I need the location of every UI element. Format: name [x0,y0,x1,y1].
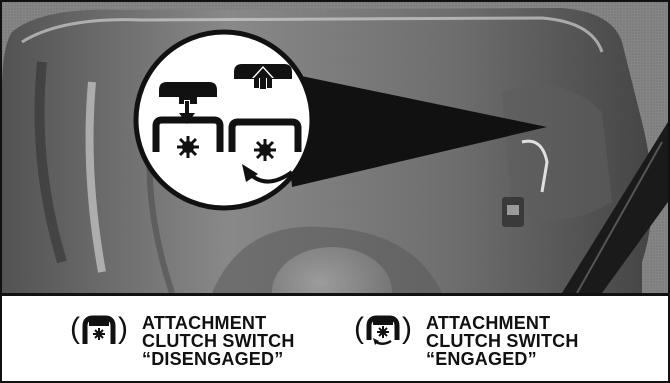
gear-icon [254,139,276,161]
arrow-up-icon [252,66,274,90]
disengaged-diagram [152,82,224,158]
machine-photo [2,2,668,293]
callout-pointer [282,72,547,187]
engaged-label: ATTACHMENT CLUTCH SWITCH “ENGAGED” [426,314,579,368]
clutch-engaged-icon [365,314,401,346]
legend-divider [2,293,668,296]
open-paren: ( [70,312,80,345]
label-line-3: “ENGAGED” [426,349,537,369]
gear-icon [177,136,199,158]
label-line-1: ATTACHMENT [426,313,551,333]
legend: ( ) [2,296,668,381]
clutch-disengaged-icon [81,314,117,346]
power-cord [562,122,668,293]
disengaged-label: ATTACHMENT CLUTCH SWITCH “DISENGAGED” [142,314,295,368]
label-line-3: “DISENGAGED” [142,349,284,369]
close-paren: ) [118,312,128,345]
label-line-2: CLUTCH SWITCH [426,331,579,351]
label-line-2: CLUTCH SWITCH [142,331,295,351]
close-paren: ) [402,312,412,345]
open-paren: ( [354,312,364,345]
engaged-diagram [228,64,302,184]
legend-item-engaged: ( [354,312,579,369]
rotation-arrow-icon [242,164,294,184]
legend-item-disengaged: ( ) [70,312,295,369]
label-line-1: ATTACHMENT [142,313,267,333]
